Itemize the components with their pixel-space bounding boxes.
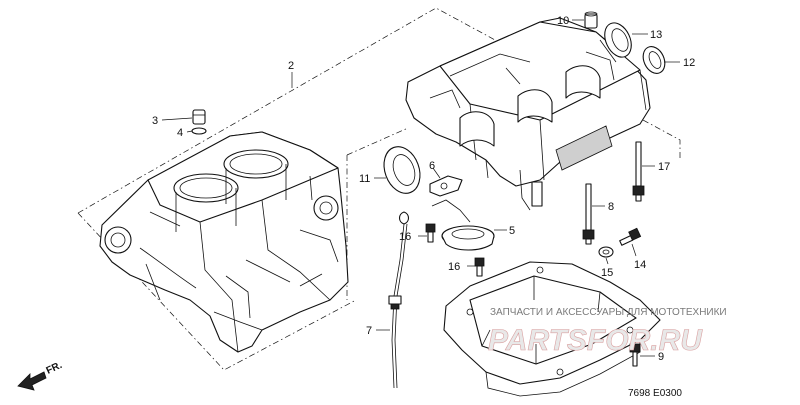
callout-12[interactable]: 12 xyxy=(664,57,695,69)
callout-4[interactable]: 4 xyxy=(177,127,193,139)
callout-5[interactable]: 5 xyxy=(494,225,515,237)
oil-seal-11-part xyxy=(383,146,421,194)
svg-text:11: 11 xyxy=(359,173,370,185)
callout-11[interactable]: 11 xyxy=(359,173,386,185)
callout-17[interactable]: 17 xyxy=(642,161,670,173)
callout-9[interactable]: 9 xyxy=(640,351,664,363)
svg-text:14: 14 xyxy=(634,259,646,271)
svg-text:10: 10 xyxy=(557,15,569,27)
svg-text:15: 15 xyxy=(601,267,613,279)
svg-text:9: 9 xyxy=(658,351,664,363)
callout-13[interactable]: 13 xyxy=(632,29,662,41)
callout-10[interactable]: 10 xyxy=(557,15,584,27)
svg-text:7: 7 xyxy=(366,325,372,337)
svg-text:17: 17 xyxy=(658,161,670,173)
sealing-bolt-part xyxy=(191,109,207,135)
bolt-8-part xyxy=(582,183,595,245)
bolt-9-part xyxy=(629,343,641,367)
front-arrow: FR. xyxy=(17,360,64,391)
watermark-caption: ЗАПЧАСТИ И АКСЕССУАРЫ ДЛЯ МОТОТЕХНИКИ xyxy=(490,307,727,318)
callout-14[interactable]: 14 xyxy=(631,243,646,271)
svg-text:8: 8 xyxy=(608,201,614,213)
dipstick-part xyxy=(388,211,410,389)
cylinder-block xyxy=(99,131,349,353)
callout-6[interactable]: 6 xyxy=(429,160,441,179)
svg-text:6: 6 xyxy=(429,160,435,172)
watermark-logo: PARTSFOR.RU xyxy=(488,324,703,357)
svg-text:4: 4 xyxy=(177,127,183,139)
oil-seal-12-part xyxy=(642,46,666,74)
svg-text:13: 13 xyxy=(650,29,662,41)
watermark: ЗАПЧАСТИ И АКСЕССУАРЫ ДЛЯ МОТОТЕХНИКИ PA… xyxy=(488,307,727,357)
oil-pan xyxy=(443,261,661,397)
callout-16-lower[interactable]: 16 xyxy=(448,261,476,273)
svg-text:5: 5 xyxy=(509,225,515,237)
drain-bolt-part xyxy=(619,227,642,246)
crankcase xyxy=(405,17,651,211)
oil-seal-13-part xyxy=(604,22,632,58)
callout-15[interactable]: 15 xyxy=(601,257,613,279)
callout-8[interactable]: 8 xyxy=(592,201,614,213)
front-arrow-icon xyxy=(17,371,47,391)
washer-15-part xyxy=(598,246,614,258)
svg-text:16: 16 xyxy=(448,261,460,273)
callout-2[interactable]: 2 xyxy=(288,60,294,88)
stud-bolt-17-part xyxy=(632,141,645,202)
oil-strainer-part xyxy=(431,199,495,251)
dowel-pin-part xyxy=(584,11,598,29)
svg-text:2: 2 xyxy=(288,60,294,72)
svg-text:12: 12 xyxy=(683,57,695,69)
front-label: FR. xyxy=(45,360,64,377)
bolt-16-lower-part xyxy=(474,257,485,277)
gasket-part xyxy=(429,175,463,197)
drawing-code: 7698 E0300 xyxy=(628,388,682,399)
svg-text:3: 3 xyxy=(152,115,158,127)
bolt-16-upper-part xyxy=(425,223,436,243)
callout-7[interactable]: 7 xyxy=(366,325,390,337)
callout-3[interactable]: 3 xyxy=(152,115,193,127)
